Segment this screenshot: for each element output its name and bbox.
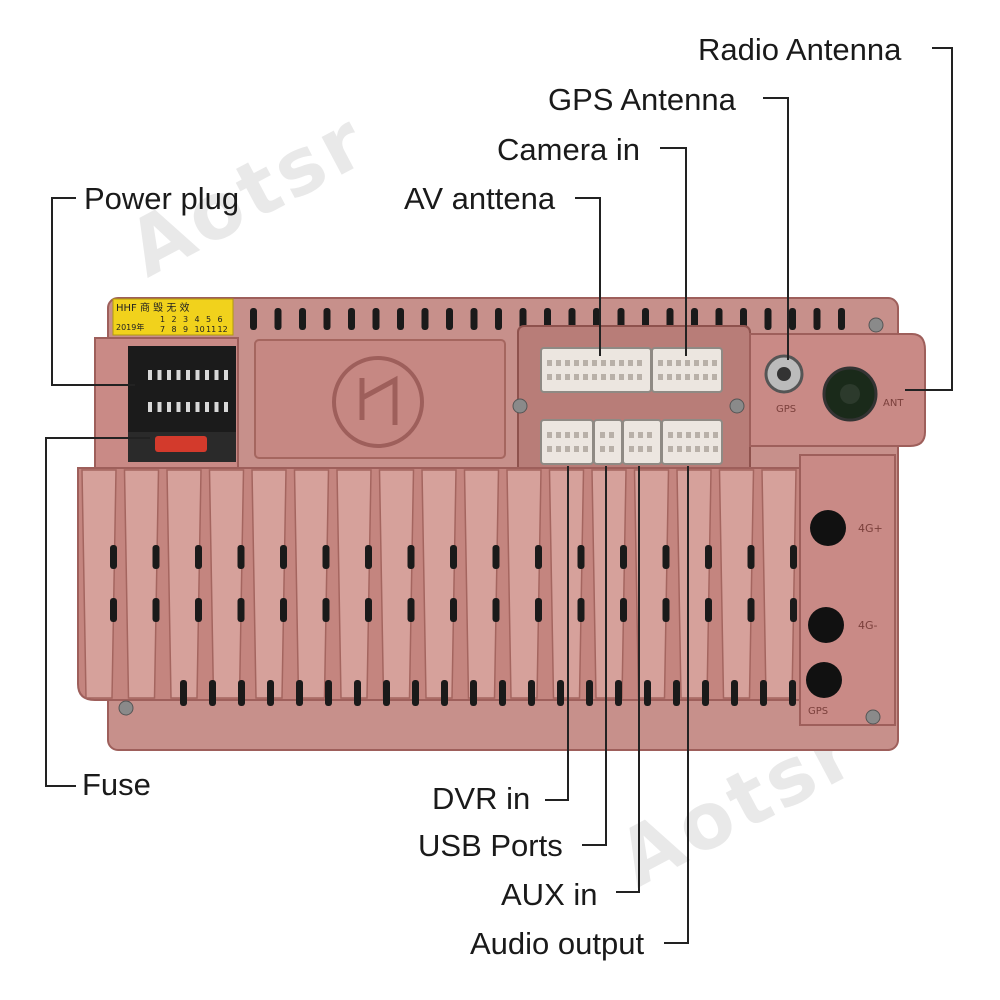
connector-pins: [547, 360, 718, 452]
leader-dvr-in: [545, 466, 569, 801]
mark-gps: GPS: [776, 404, 796, 415]
usb-ports-connector: [593, 419, 623, 465]
gps-lower-port-icon: [806, 662, 842, 698]
leader-usb-ports: [582, 466, 607, 846]
sticker-cell: 11: [206, 325, 216, 334]
mark-4g-plus: 4G+: [858, 522, 883, 535]
leader-power-plug: [51, 197, 135, 386]
leader-av-antenna: [575, 197, 601, 356]
label-usb-ports: USB Ports: [418, 828, 563, 863]
top-vents: [250, 308, 845, 330]
leader-audio-output: [664, 466, 689, 944]
label-av-antenna: AV anttena: [404, 181, 556, 216]
mark-4g-minus: 4G-: [858, 619, 878, 632]
sticker-title: HHF 商 毁 无 效: [116, 301, 190, 314]
fuse-icon: [155, 436, 207, 452]
logo-panel: [254, 339, 506, 459]
mark-ant: ANT: [883, 398, 904, 409]
label-audio-output: Audio output: [470, 926, 645, 961]
sticker-year: 2019年: [116, 322, 144, 332]
label-aux-in: AUX in: [501, 877, 598, 912]
av-antenna-connector: [540, 347, 652, 393]
sticker-cell: 1: [160, 315, 165, 324]
leader-aux-in: [616, 466, 640, 893]
sticker: [112, 298, 234, 336]
audio-output-connector: [661, 419, 723, 465]
sticker-cell: 10: [195, 325, 205, 334]
label-fuse: Fuse: [82, 767, 151, 802]
label-radio-antenna: Radio Antenna: [698, 32, 902, 67]
sticker-cell: 3: [183, 315, 188, 324]
dvr-in-connector: [540, 419, 594, 465]
label-power-plug: Power plug: [84, 181, 240, 216]
power-plug-pins: [148, 370, 228, 412]
screw-icon: [118, 317, 884, 725]
sticker-cell: 8: [172, 325, 177, 334]
leader-radio-antenna: [905, 47, 953, 391]
sticker-cell: 4: [195, 315, 200, 324]
leader-camera-in: [660, 147, 687, 356]
sticker-cell: 7: [160, 325, 165, 334]
power-plug-connector: [128, 346, 236, 434]
leader-fuse: [45, 437, 150, 787]
leader-lines: [45, 47, 953, 944]
label-camera-in: Camera in: [497, 132, 640, 167]
sticker-cell: 9: [183, 325, 188, 334]
leader-gps-antenna: [763, 97, 789, 360]
aux-in-connector: [622, 419, 662, 465]
label-gps-antenna: GPS Antenna: [548, 82, 736, 117]
label-dvr-in: DVR in: [432, 781, 531, 816]
sticker-cell: 2: [172, 315, 177, 324]
heatsink-fins: [81, 469, 797, 699]
sticker-cell: 6: [218, 315, 223, 324]
brand-logo-icon: [332, 356, 424, 448]
sticker-cell: 5: [206, 315, 211, 324]
4g-minus-port-icon: [808, 607, 844, 643]
4g-plus-port-icon: [810, 510, 846, 546]
sticker-cell: 12: [218, 325, 228, 334]
mark-gps-lower: GPS: [808, 706, 828, 717]
bottom-vents: [110, 545, 797, 706]
